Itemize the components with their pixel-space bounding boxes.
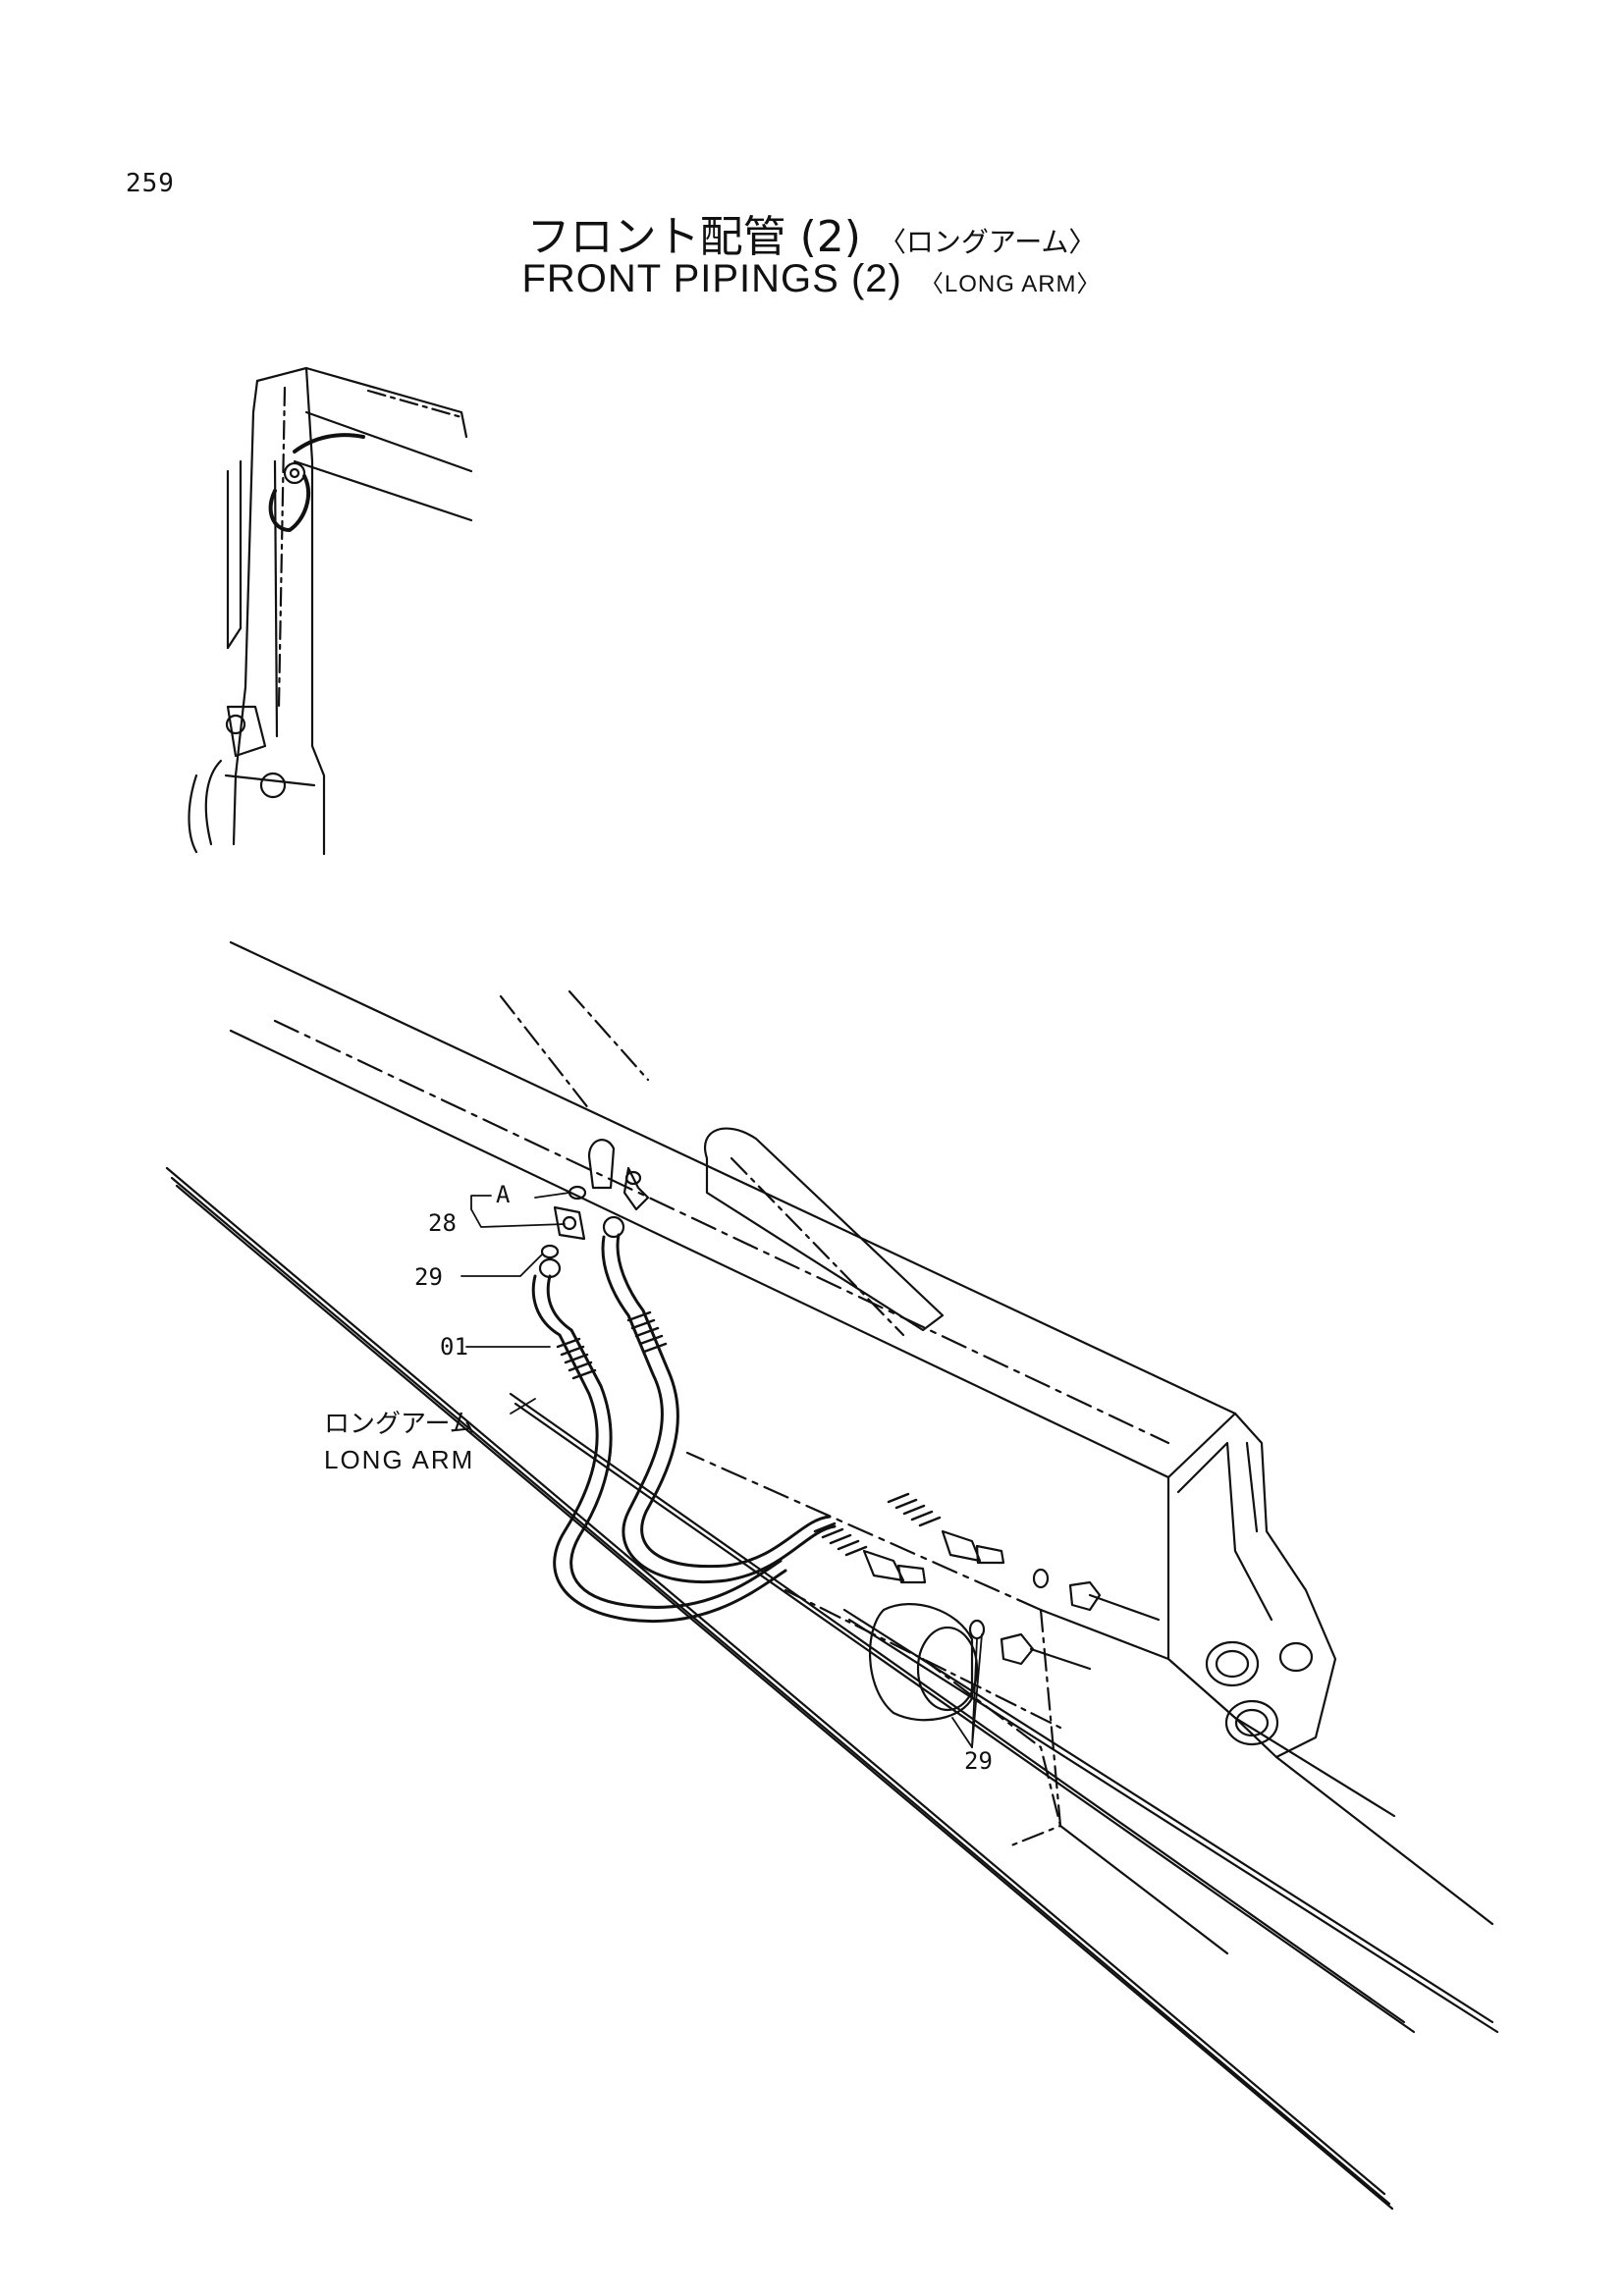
leader-long-arm (510, 1398, 536, 1415)
title-en-sub: 〈LONG ARM〉 (919, 271, 1102, 297)
leader-28 (470, 1208, 566, 1228)
callout-part-28: 28 (428, 1209, 457, 1237)
section-label-long-arm: ロングアーム LONG ARM (324, 1407, 475, 1477)
callout-leaders (460, 1192, 983, 1748)
leader-a-bracket (470, 1195, 492, 1210)
title-en-main: FRONT PIPINGS (2) (521, 257, 902, 300)
callout-part-29: 29 (414, 1263, 443, 1291)
o-ring (540, 1244, 560, 1259)
leader-29 (460, 1254, 543, 1277)
section-label-en: LONG ARM (324, 1445, 475, 1474)
leader-29-lower-b (951, 1717, 973, 1748)
callout-part-29-lower: 29 (964, 1747, 993, 1775)
section-label-jp: ロングアーム (324, 1410, 475, 1439)
leader-a (534, 1192, 570, 1199)
title-jp-main: フロント配管 (2) (526, 212, 861, 262)
o-ring (1032, 1568, 1050, 1589)
page-number: 259 (126, 169, 175, 198)
callout-part-01: 01 (440, 1333, 468, 1361)
main-arm-drawing (165, 940, 1499, 2211)
page-title-english: FRONT PIPINGS (2) 〈LONG ARM〉 (0, 257, 1623, 301)
o-ring (968, 1619, 986, 1640)
title-jp-sub: 〈ロングアーム〉 (878, 226, 1097, 258)
callout-detail-a: A (496, 1181, 511, 1208)
page-title-japanese: フロント配管 (2) 〈ロングアーム〉 (0, 201, 1623, 264)
overview-sketch (188, 366, 473, 856)
hose-assembly (531, 1139, 1161, 1730)
